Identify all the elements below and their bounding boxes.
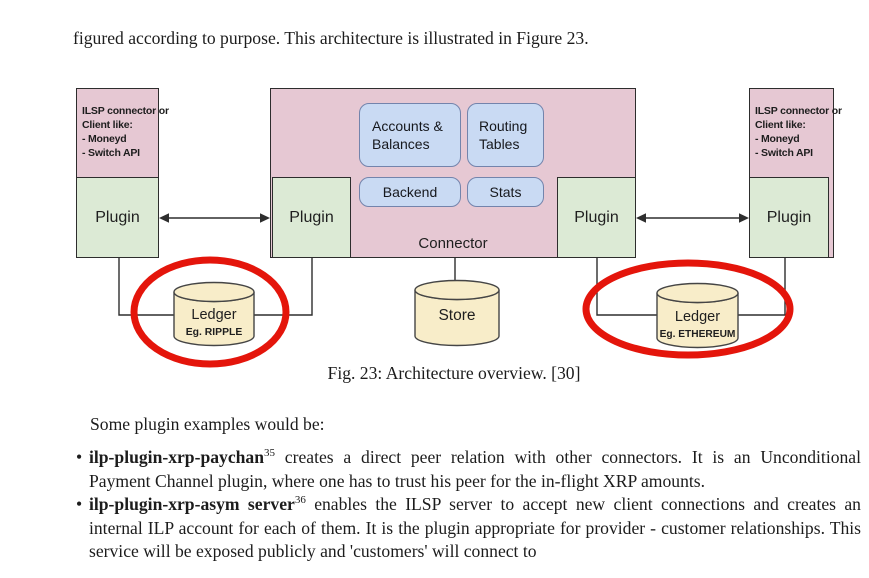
line-connector-right-to-ledger — [596, 258, 657, 316]
ilsp-line-3: - Moneyd — [755, 132, 800, 145]
plugin-box-right-client: Plugin — [749, 177, 829, 258]
figure-caption: Fig. 23: Architecture overview. [30] — [327, 363, 581, 383]
ilsp-line-4: - Switch API — [755, 146, 813, 159]
stats-module: Stats — [467, 177, 544, 207]
footnote-ref-36: 36 — [294, 494, 306, 507]
plugin-term-paychan: ilp-plugin-xrp-paychan — [89, 447, 265, 467]
bullet-item-paychan: • ilp-plugin-xrp-paychan35 creates a dire… — [76, 446, 861, 493]
examples-intro: Some plugin examples would be: — [90, 414, 325, 434]
line-left-client-to-ledger — [118, 258, 174, 316]
plugin-box-connector-right: Plugin — [557, 177, 636, 258]
ilsp-line-1: ILSP connector or — [82, 105, 169, 117]
ilsp-line-2: Client like: — [755, 118, 806, 131]
intro-paragraph: figured according to purpose. This archi… — [73, 28, 589, 48]
ilsp-client-text-right: ILSP connector or Client like: - Moneyd … — [750, 89, 842, 160]
arrowhead-left-west — [159, 213, 169, 223]
bullet-text: enables the ILSP server to accept new cl… — [89, 494, 861, 561]
ledger-left-label: Ledger — [191, 307, 237, 323]
bullet-text: creates a direct peer relation with othe… — [89, 447, 861, 491]
ledger-left-example: Eg. RIPPLE — [185, 327, 243, 338]
plugin-label: Plugin — [95, 208, 140, 226]
plugin-label: Plugin — [766, 208, 812, 226]
ledger-right-label: Ledger — [674, 309, 721, 325]
ilsp-client-text-left: ILSP connector or Client like: - Moneyd … — [77, 89, 169, 160]
connector-label: Connector — [418, 235, 488, 252]
arrowhead-right-west — [636, 213, 646, 223]
plugin-label: Plugin — [289, 208, 334, 226]
routing-tables-module: Routing Tables — [467, 103, 544, 167]
plugin-term-asym-server: ilp-plugin-xrp-asym server — [89, 494, 295, 514]
bullet-list: • ilp-plugin-xrp-paychan35 creates a dire… — [76, 446, 861, 564]
ilsp-line-4: - Switch API — [82, 146, 140, 159]
line-ledger-to-connector-left — [254, 258, 313, 316]
ilsp-line-2: Client like: — [82, 118, 133, 131]
arrowhead-left-east — [260, 213, 270, 223]
store-label: Store — [438, 307, 476, 324]
bullet-item-asym-server: • ilp-plugin-xrp-asym server36 enables th… — [76, 493, 861, 564]
footnote-ref-35: 35 — [264, 447, 276, 460]
arrowhead-right-east — [739, 213, 749, 223]
accounts-balances-module: Accounts & Balances — [359, 103, 461, 167]
ilsp-line-1: ILSP connector or — [755, 105, 842, 117]
bullet-marker: • — [76, 494, 83, 514]
plugin-label: Plugin — [574, 208, 619, 226]
ilsp-line-3: - Moneyd — [82, 132, 127, 145]
backend-module: Backend — [359, 177, 461, 207]
plugin-box-left-client: Plugin — [76, 177, 159, 258]
line-ledger-to-right-client — [738, 258, 786, 316]
bullet-marker: • — [76, 447, 83, 467]
plugin-box-connector-left: Plugin — [272, 177, 351, 258]
ledger-right-example: Eg. ETHEREUM — [659, 329, 736, 340]
